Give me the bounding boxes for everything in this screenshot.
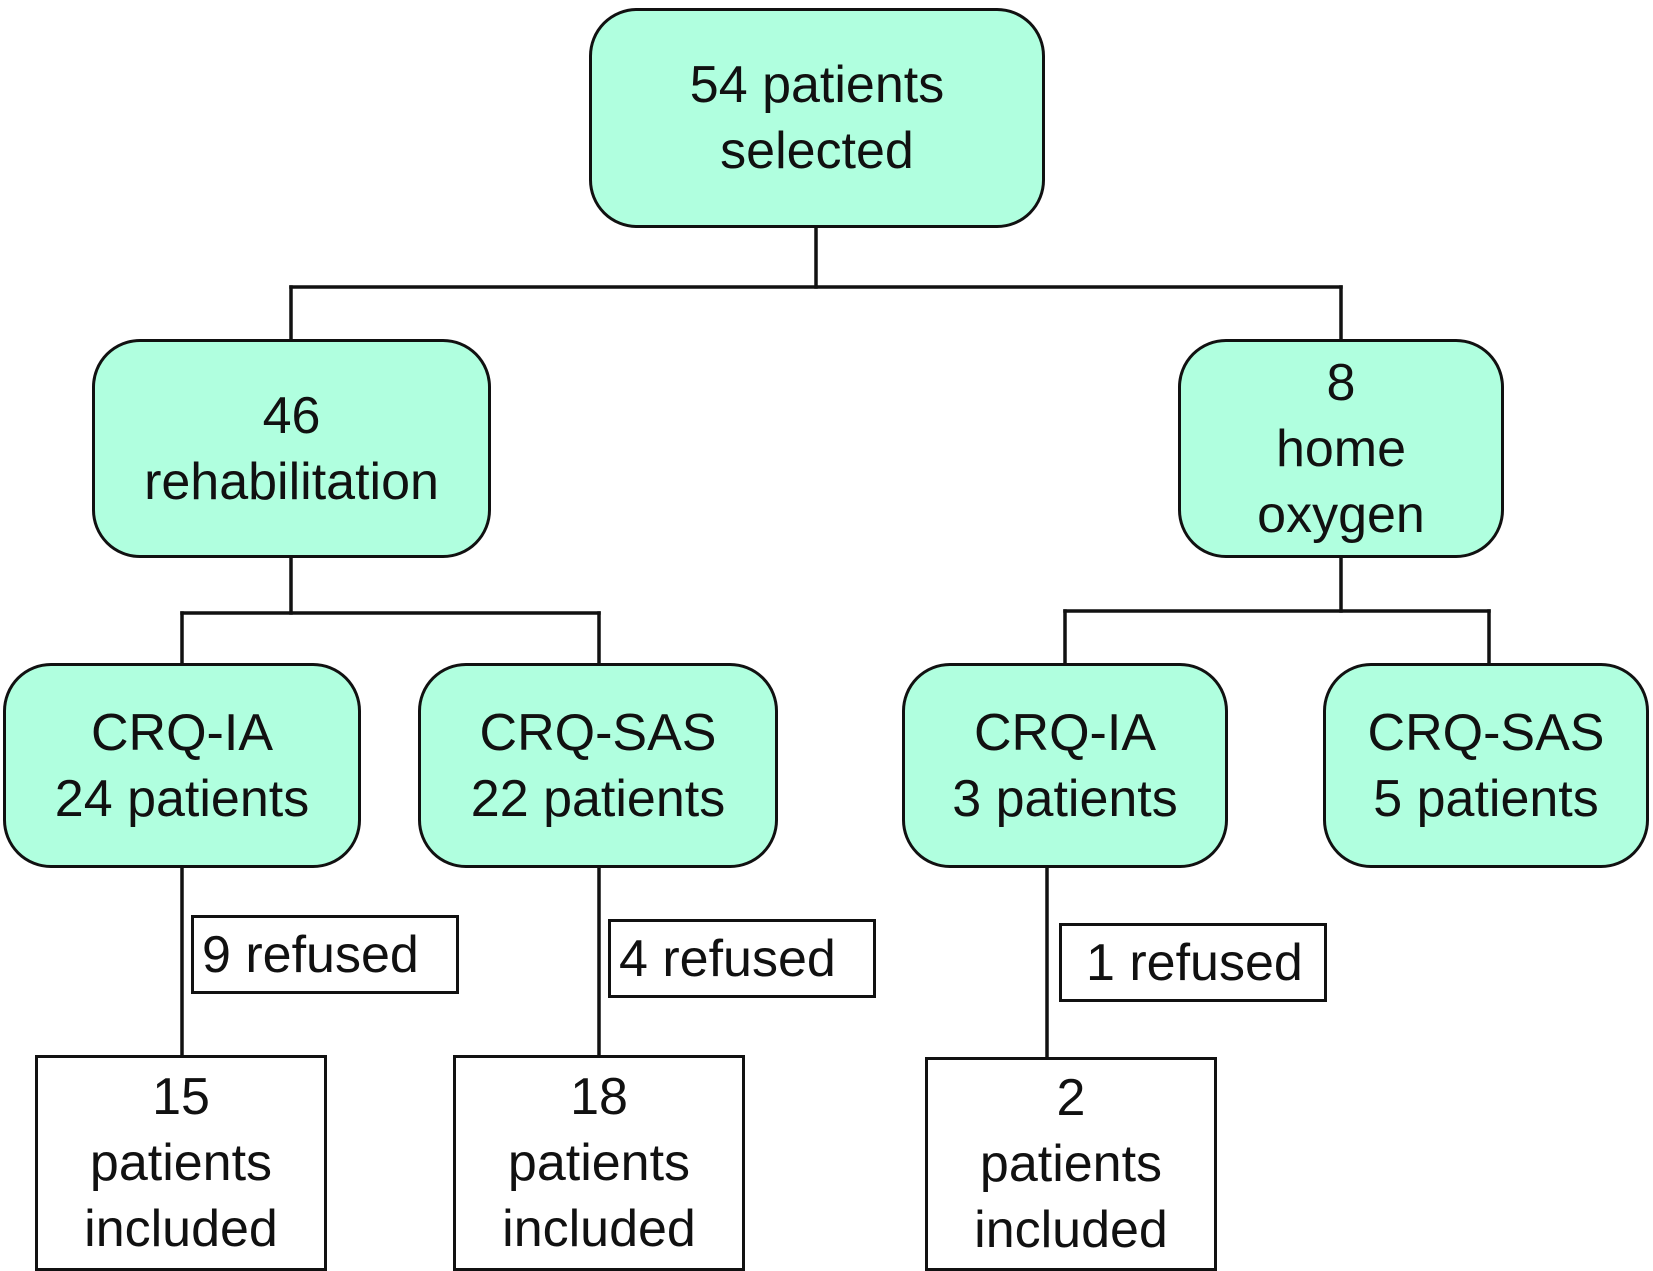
rehab-crq-ia-included-line2: patients: [89, 1134, 273, 1192]
home-crq-sas-title: CRQ-SAS: [1367, 703, 1605, 762]
root-label: selected: [720, 122, 914, 180]
home-crq-sas-node: CRQ-SAS 5 patients: [1323, 663, 1649, 868]
root-node: 54 patients selected: [589, 8, 1045, 228]
home-crq-ia-node: CRQ-IA 3 patients: [902, 663, 1228, 868]
rehab-crq-sas-included-line2: patients: [507, 1134, 691, 1192]
rehab-crq-sas-included-line3: included: [502, 1200, 696, 1258]
rehabilitation-node: 46 rehabilitation: [92, 339, 491, 558]
rehab-crq-sas-node: CRQ-SAS 22 patients: [418, 663, 778, 868]
home-crq-ia-included-line2: patients: [979, 1135, 1163, 1193]
home-oxygen-label-line1: home: [1275, 419, 1407, 478]
rehab-crq-ia-included-count: 15: [152, 1068, 210, 1126]
home-crq-ia-included-line3: included: [974, 1201, 1168, 1259]
rehab-crq-ia-title: CRQ-IA: [91, 703, 273, 762]
home-oxygen-label-line2: oxygen: [1257, 485, 1425, 544]
home-crq-ia-included: 2 patients included: [925, 1057, 1217, 1271]
rehab-crq-sas-count: 22 patients: [470, 769, 726, 828]
home-crq-sas-count: 5 patients: [1373, 769, 1599, 828]
home-oxygen-node: 8 home oxygen: [1178, 339, 1504, 558]
root-count: 54 patients: [689, 56, 945, 114]
home-crq-ia-included-count: 2: [1056, 1069, 1086, 1127]
home-crq-ia-count: 3 patients: [952, 769, 1178, 828]
rehab-crq-ia-included: 15 patients included: [35, 1055, 327, 1271]
home-oxygen-count: 8: [1326, 353, 1356, 412]
rehabilitation-label: rehabilitation: [144, 452, 439, 511]
rehab-crq-sas-title: CRQ-SAS: [479, 703, 717, 762]
rehab-crq-sas-refused: 4 refused: [608, 919, 876, 998]
home-crq-ia-title: CRQ-IA: [974, 703, 1156, 762]
rehab-crq-ia-included-line3: included: [84, 1200, 278, 1258]
rehab-crq-ia-refused: 9 refused: [191, 915, 459, 994]
rehab-crq-ia-node: CRQ-IA 24 patients: [3, 663, 361, 868]
rehab-crq-sas-included-count: 18: [570, 1068, 628, 1126]
rehabilitation-count: 46: [262, 386, 321, 445]
home-crq-ia-refused: 1 refused: [1059, 923, 1327, 1002]
rehab-crq-ia-count: 24 patients: [54, 769, 310, 828]
rehab-crq-sas-included: 18 patients included: [453, 1055, 745, 1271]
